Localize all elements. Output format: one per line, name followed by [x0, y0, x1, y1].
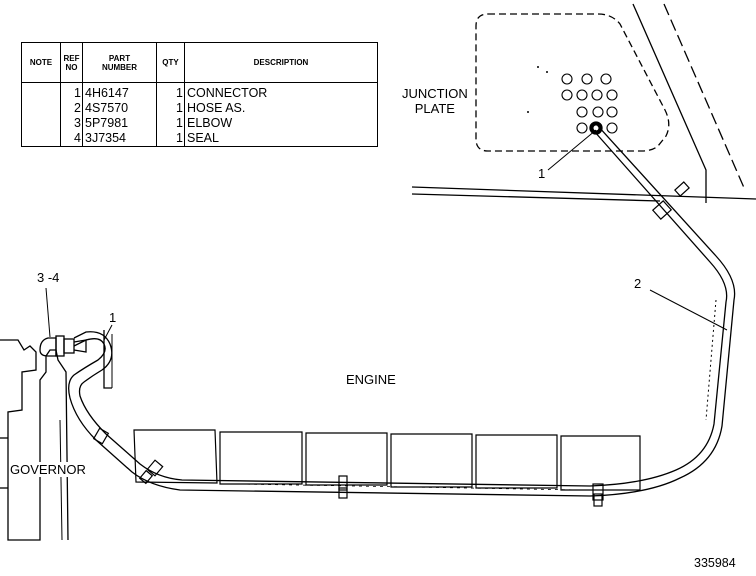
engine-label: ENGINE — [346, 372, 396, 387]
callout-2: 2 — [634, 276, 642, 291]
frame-line — [663, 3, 746, 191]
cell-part: 4H6147 — [82, 82, 157, 101]
callout-1-left: 1 — [109, 310, 117, 325]
table-row: 1 4H6147 1 CONNECTOR — [21, 82, 378, 101]
table-row: 4 3J7354 1 SEAL — [21, 131, 378, 147]
plate-marks — [527, 66, 548, 113]
cell-part: 3J7354 — [82, 131, 157, 147]
junction-label-line2: PLATE — [414, 101, 455, 116]
header-note: NOTE — [21, 42, 61, 83]
junction-label-line1: JUNCTION — [402, 86, 468, 101]
junction-plate-label: JUNCTION PLATE — [402, 86, 468, 116]
callout-3-4: 3 -4 — [37, 270, 60, 285]
engine-pan — [133, 429, 641, 491]
table-header-row: NOTE REF NO PART NUMBER QTY DESCRIPTION — [21, 42, 378, 83]
hose-assembly — [68, 125, 736, 497]
header-description: DESCRIPTION — [184, 42, 378, 83]
cell-part: 4S7570 — [82, 101, 157, 116]
frame-line — [632, 3, 707, 203]
table-row: 3 5P7981 1 ELBOW — [21, 116, 378, 131]
governor-label: GOVERNOR — [10, 462, 86, 477]
hose-clips — [92, 181, 690, 507]
header-part-number: PART NUMBER — [82, 42, 157, 83]
table-row: 2 4S7570 1 HOSE AS. — [21, 101, 378, 116]
deck-line — [411, 186, 756, 200]
cell-desc: SEAL — [184, 131, 378, 147]
governor-housing — [0, 339, 69, 541]
callout-1-top: 1 — [538, 166, 546, 181]
junction-plate — [475, 13, 670, 152]
cell-desc: ELBOW — [184, 116, 378, 131]
callout-leaders — [45, 129, 728, 341]
governor-fittings — [39, 330, 113, 389]
figure-number: 335984 — [694, 556, 736, 570]
cell-part: 5P7981 — [82, 116, 157, 131]
parts-table: NOTE REF NO PART NUMBER QTY DESCRIPTION … — [21, 42, 378, 147]
cell-desc: HOSE AS. — [184, 101, 378, 116]
deck-line — [411, 193, 661, 202]
cell-desc: CONNECTOR — [184, 82, 378, 101]
junction-plate-ports — [561, 73, 618, 134]
